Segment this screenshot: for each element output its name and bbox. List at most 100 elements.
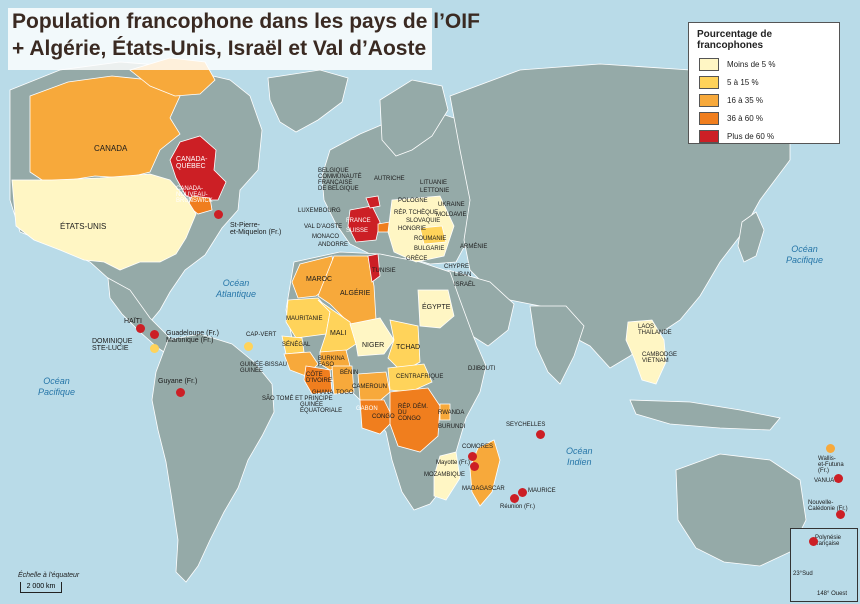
region-centrafrique [387, 363, 433, 393]
inset-polynesie: Polynésie française 23°Sud 148° Ouest [790, 528, 858, 602]
region-indochina [625, 319, 667, 385]
label-centrafrique: CENTRAFRIQUE [396, 374, 444, 380]
legend-title: Pourcentage de francophones [697, 29, 773, 51]
label-lituanie: LITUANIE [420, 180, 448, 186]
legend-swatch [699, 75, 719, 89]
label-grece: GRÈCE [406, 256, 428, 262]
ocean-pacific-west-label: Océan Pacifique [38, 376, 76, 397]
label-andorre: ANDORRE [318, 242, 349, 248]
scale-bar: 2 000 km [20, 582, 62, 593]
label-canada-quebec: CANADA- QUÉBEC [176, 156, 208, 170]
label-cote-ivoire: CÔTE D'IVOIRE [306, 372, 332, 384]
legend-item: Moins de 5 % [689, 55, 839, 73]
region-tunisie [367, 253, 381, 283]
land-indonesia [629, 399, 781, 431]
label-monaco: MONACO [312, 234, 339, 240]
label-tchad: TCHAD [396, 344, 421, 351]
label-chypre: CHYPRE [444, 264, 470, 270]
label-meridian: 148° Ouest [817, 591, 848, 597]
legend-label: 36 à 60 % [727, 113, 764, 123]
title-line-1: Population francophone dans les pays de … [12, 10, 480, 33]
dot-maurice [518, 488, 527, 497]
label-new-brunswick: CANADA- NOUVEAU- BRUNSWICK [176, 186, 213, 204]
region-gabon-congo [359, 399, 395, 435]
legend-swatch [699, 129, 719, 143]
label-ukraine: UKRAINE [438, 202, 465, 208]
legend-item: 16 à 35 % [689, 91, 839, 109]
dot-guyane [176, 388, 185, 397]
legend-swatch [699, 57, 719, 71]
label-comores: COMORES [462, 444, 494, 450]
legend-item: 5 à 15 % [689, 73, 839, 91]
region-cameroun [357, 371, 391, 405]
land-japan [737, 211, 765, 263]
legend-swatch [699, 93, 719, 107]
region-egypte [417, 289, 455, 329]
label-maroc: MAROC [306, 276, 333, 283]
title-line-2: + Algérie, États-Unis, Israël et Val d’A… [12, 37, 427, 60]
label-liban: LIBAN [454, 272, 472, 278]
label-polynesie: Polynésie française [815, 535, 842, 547]
label-ghana: GHANA [312, 390, 334, 396]
label-gabon: GABON [356, 406, 378, 412]
dot-polynesie [809, 537, 818, 546]
ocean-indian-label: Océan Indien [566, 446, 593, 467]
label-mayotte: Mayotte (Fr.) [436, 460, 471, 466]
land-scandinavia [379, 79, 449, 157]
label-moldavie: MOLDAVIE [436, 212, 467, 218]
label-spm: St-Pierre- et-Miquelon (Fr.) [230, 222, 282, 236]
dot-dominique [150, 344, 159, 353]
label-tropic: 23°Sud [793, 571, 813, 577]
label-armenie: ARMÉNIE [460, 244, 488, 250]
dot-guadeloupe [150, 330, 159, 339]
label-niger: NIGER [362, 342, 385, 349]
label-guadeloupe: Guadeloupe (Fr.) Martinique (Fr.) [166, 330, 219, 344]
label-cap-vert: CAP-VERT [246, 332, 277, 338]
label-israel: ISRAËL [454, 282, 476, 288]
label-egypte: ÉGYPTE [422, 304, 451, 311]
label-tunisie: TUNISIE [372, 268, 396, 274]
ocean-pacific-east-label: Océan Pacifique [786, 244, 824, 265]
label-guinee-eq: GUINÉE ÉQUATORIALE [300, 402, 343, 414]
dot-wallis [826, 444, 835, 453]
label-rwanda: RWANDA [438, 410, 465, 416]
ocean-atlantic-label: Océan Atlantique [216, 278, 257, 299]
legend-label: 5 à 15 % [727, 77, 759, 87]
region-niger [349, 317, 395, 357]
label-algerie: ALGÉRIE [340, 290, 371, 297]
label-guyane: Guyane (Fr.) [158, 378, 198, 385]
legend-label: 16 à 35 % [727, 95, 764, 105]
region-benin-togo [331, 365, 355, 395]
label-roumanie: ROUMANIE [414, 236, 447, 242]
region-usa [11, 173, 197, 271]
dot-cap-vert [244, 342, 253, 351]
scale-caption: Échelle à l'équateur [18, 572, 80, 579]
dot-nouvelle-caledonie [836, 510, 845, 519]
label-lettonie: LETTONIE [420, 188, 450, 194]
label-autriche: AUTRICHE [374, 176, 405, 182]
label-usa: ÉTATS-UNIS [60, 222, 107, 231]
dot-haiti [136, 324, 145, 333]
label-reunion: Réunion (Fr.) [500, 504, 536, 510]
label-belgique: BELGIQUE COMMUNAUTÉ FRANÇAISE DE BELGIQU… [318, 168, 362, 192]
label-stp: SÃO TOMÉ ET PRINCIPE [262, 396, 333, 402]
map-title: Population francophone dans les pays de … [8, 8, 480, 70]
label-pologne: POLOGNE [398, 198, 428, 204]
label-djibouti: DJIBOUTI [468, 366, 496, 372]
label-canada: CANADA [94, 144, 128, 153]
label-cameroun: CAMEROUN [352, 384, 388, 390]
label-cambodge-vietnam: CAMBODGE VIETNAM [642, 352, 678, 364]
dot-mayotte [470, 462, 479, 471]
label-dominique: DOMINIQUE STE-LUCIE [92, 338, 133, 352]
dot-vanuatu [834, 474, 843, 483]
label-haiti: HAÏTI [124, 318, 142, 325]
label-congo: CONGO [372, 414, 395, 420]
label-bulgarie: BULGARIE [414, 246, 445, 252]
label-mauritanie: MAURITANIE [286, 316, 323, 322]
region-senegal [281, 335, 305, 355]
label-senegal: SÉNÉGAL [282, 342, 311, 348]
legend-label: Moins de 5 % [727, 59, 776, 69]
region-mozambique [433, 451, 461, 501]
label-slovaquie: SLOVAQUIE [406, 218, 441, 224]
